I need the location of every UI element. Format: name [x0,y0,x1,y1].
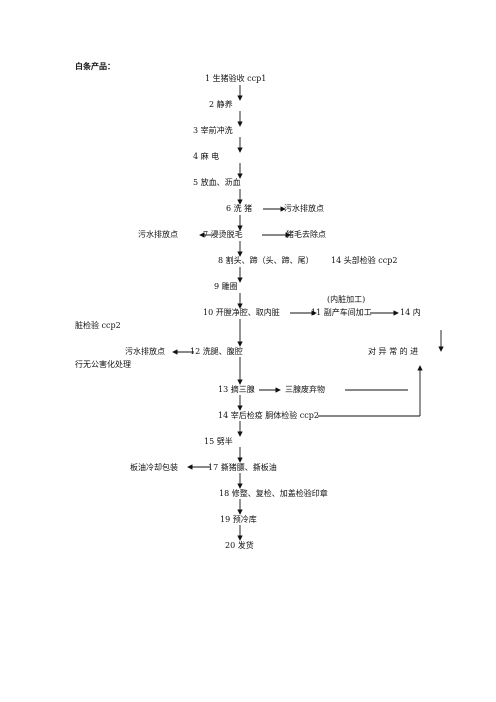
side-wastewater-7: 污水排放点 [138,230,178,239]
step-15: 15 劈半 [204,437,233,446]
step-10: 10 开膛净腔、取内脏 [203,308,280,317]
step-3: 3 宰前冲洗 [193,126,233,135]
step-2: 2 静养 [209,100,233,109]
step-6: 6 洗 猪 [226,204,253,213]
step-17: 17 撕猪膘、撕板油 [208,463,277,472]
step-13: 13 摘三腺 [218,385,255,394]
side-organ-check-a: 14 内 [400,308,421,317]
side-organ-processing: (内脏加工) [327,295,366,304]
step-8: 8 割头、蹄（头、蹄、尾） [218,256,314,265]
step-4: 4 麻 电 [193,152,220,161]
side-organ-check-b: 脏检验 ccp2 [75,321,121,330]
step-7: 7 浸烫脱毛 [203,230,243,239]
step-20: 20 发货 [225,541,254,550]
side-abnormal-b: 行无公害化处理 [75,360,131,369]
step-14: 14 宰后检疫 胴体检验 ccp2 [218,411,319,420]
side-gland-waste: 三腺废弃物 [285,385,325,394]
step-12: 12 洗腿、腹腔 [190,347,243,356]
side-head-check: 14 头部检验 ccp2 [331,256,398,265]
page-title: 白条产品： [75,62,115,71]
side-hair-removal: 猪毛去除点 [286,230,326,239]
side-wastewater-6: 污水排放点 [284,204,324,213]
side-abnormal-a: 对 异 常 的 进 [368,347,419,356]
step-18: 18 修整、复检、加盖检验印章 [219,489,328,498]
step-5: 5 放血、沥血 [193,178,241,187]
side-wastewater-12: 污水排放点 [125,347,165,356]
step-19: 19 预冷库 [220,515,257,524]
step-1: 1 生猪验收 ccp1 [205,74,267,83]
side-byproduct-workshop: 11 副产车间加工 [311,308,372,317]
step-9: 9 雕圈 [214,282,238,291]
side-leaf-fat: 板油冷却包装 [130,463,178,472]
